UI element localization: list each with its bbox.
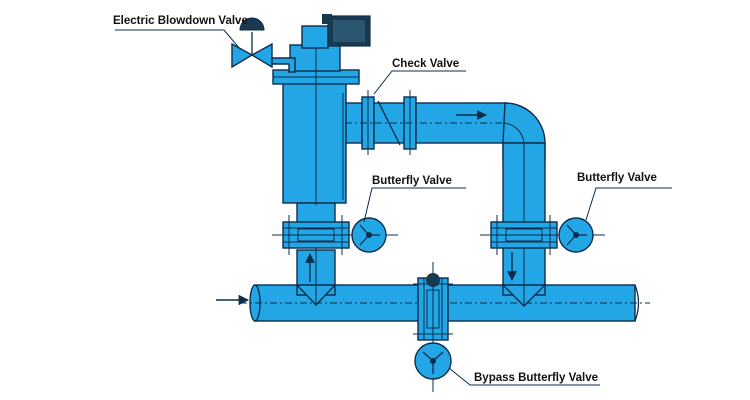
butterfly-right-label-leader bbox=[585, 187, 672, 221]
butterfly-valve-left-label: Butterfly Valve bbox=[372, 175, 452, 187]
check-valve-label-leader bbox=[373, 70, 466, 95]
filter-outlet-pipe bbox=[295, 215, 337, 307]
butterfly-valve-right-label: Butterfly Valve bbox=[577, 172, 657, 184]
butterfly-valve-right bbox=[480, 215, 605, 255]
motor-drive bbox=[301, 14, 371, 49]
bypass-butterfly-valve-label: Bypass Butterfly Valve bbox=[474, 372, 598, 384]
bypass-butterfly-valve bbox=[413, 262, 453, 392]
butterfly-valve-left bbox=[272, 215, 398, 255]
electric-blowdown-valve bbox=[231, 17, 273, 69]
outlet-pipe bbox=[345, 90, 510, 155]
blowdown-label-leader bbox=[115, 29, 241, 50]
check-valve-label: Check Valve bbox=[392, 58, 459, 70]
check-valve-disc bbox=[377, 100, 401, 146]
electric-blowdown-valve-label: Electric Blowdown Valve bbox=[113, 15, 248, 27]
bypass-label-leader bbox=[448, 367, 600, 386]
butterfly-left-label-leader bbox=[363, 187, 466, 223]
